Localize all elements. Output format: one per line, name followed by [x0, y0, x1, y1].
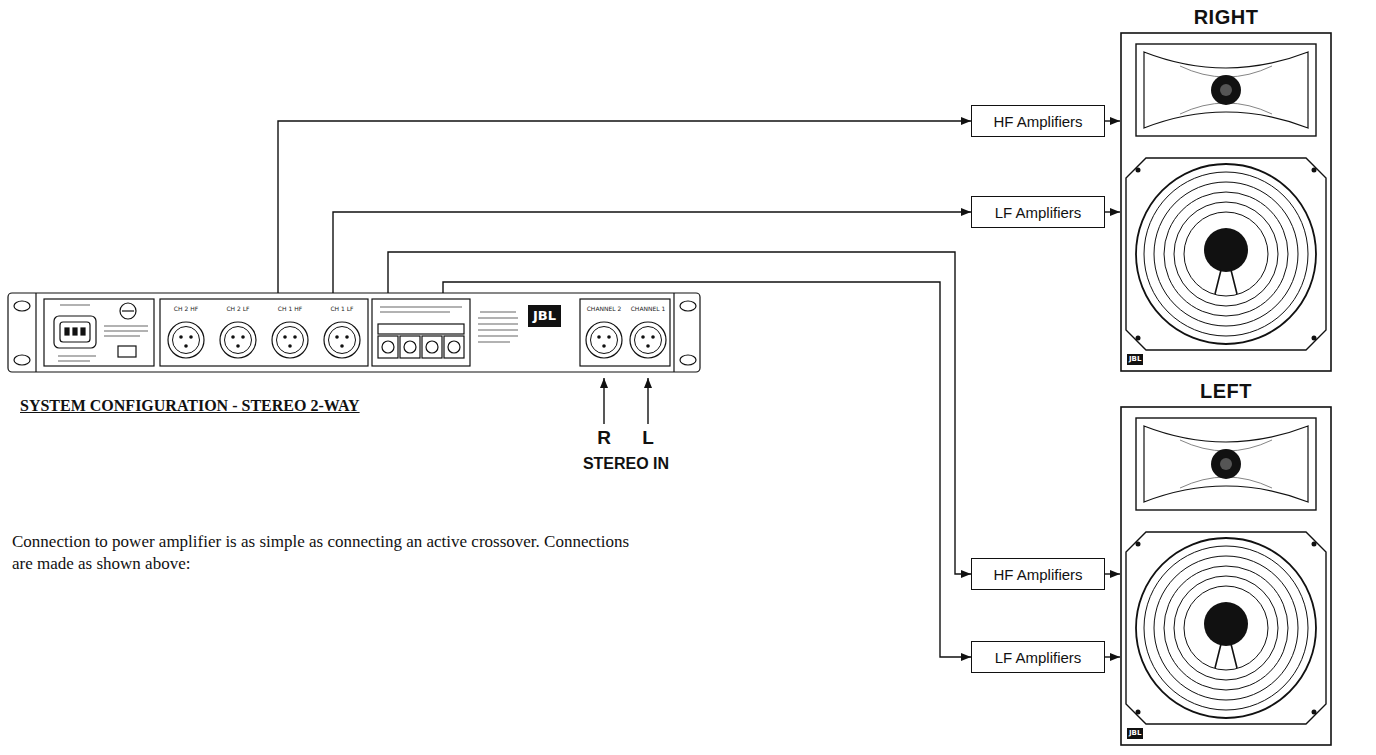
amplifier-box: LF Amplifiers	[971, 641, 1105, 673]
amplifier-label: LF Amplifiers	[995, 649, 1082, 666]
speaker-heading: LEFT	[1120, 379, 1332, 403]
connector-label: CH 1 LF	[330, 305, 353, 312]
speaker: LEFT JBL	[1120, 378, 1332, 746]
diagram-title: SYSTEM CONFIGURATION - STEREO 2-WAY	[20, 396, 360, 416]
amplifier-label: HF Amplifiers	[993, 113, 1082, 130]
signal-connector	[388, 252, 971, 574]
connector-label: CH 2 HF	[174, 305, 198, 312]
input-arrow	[647, 378, 648, 424]
speaker-cabinet	[1121, 407, 1331, 745]
connector-label: CHANNEL 1	[631, 305, 666, 312]
amplifier-box: HF Amplifiers	[971, 558, 1105, 590]
brand-logo: JBL	[1127, 728, 1143, 739]
signal-name: L	[642, 427, 654, 449]
speaker-cabinet	[1121, 33, 1331, 371]
signal-name: STEREO IN	[583, 454, 669, 474]
crossover-unit: JBL	[8, 293, 700, 372]
connector-label: CHANNEL 2	[587, 305, 622, 312]
speaker: RIGHT JBL	[1120, 4, 1332, 372]
speaker-heading: RIGHT	[1120, 5, 1332, 29]
signal-connector	[1105, 573, 1120, 574]
signal-connector	[1105, 211, 1120, 212]
amplifier-box: HF Amplifiers	[971, 105, 1105, 137]
signal-name: R	[597, 427, 611, 449]
signal-connector	[443, 282, 971, 657]
caption-text: Connection to power amplifier is as simp…	[12, 531, 652, 575]
rack-panel	[8, 293, 700, 372]
connector-label: CH 2 LF	[226, 305, 249, 312]
signal-connector	[1105, 120, 1120, 121]
brand-logo: JBL	[528, 305, 561, 327]
amplifier-label: HF Amplifiers	[993, 566, 1082, 583]
input-arrow	[603, 378, 604, 424]
signal-connector	[1105, 656, 1120, 657]
amplifier-box: LF Amplifiers	[971, 196, 1105, 228]
amplifier-label: LF Amplifiers	[995, 204, 1082, 221]
brand-logo: JBL	[1127, 354, 1143, 365]
connector-label: CH 1 HF	[278, 305, 302, 312]
signal-connector	[278, 121, 971, 293]
